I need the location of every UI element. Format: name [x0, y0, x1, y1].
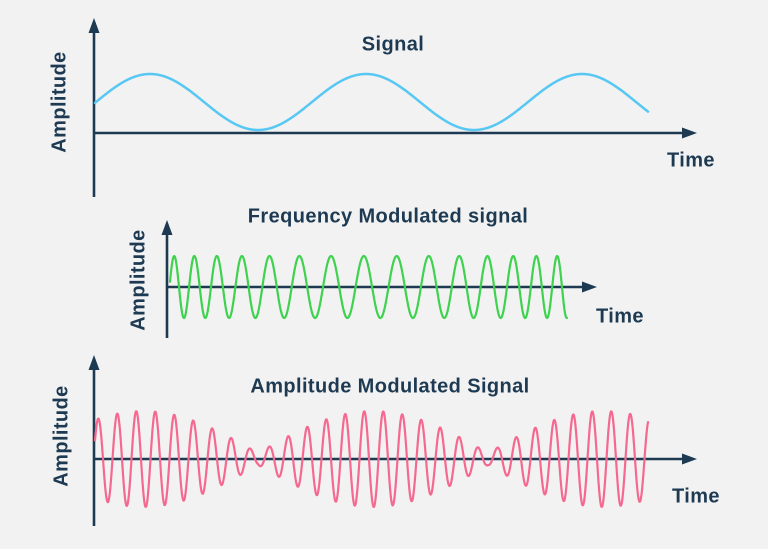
fm-signal-x-axis-arrow-icon — [582, 281, 597, 293]
fm-x-axis-label: Time — [596, 305, 644, 328]
signal-waveform — [93, 72, 650, 132]
fm-signal-y-axis-arrow-icon — [161, 220, 173, 235]
signal-plot-title: Signal — [361, 33, 425, 56]
signal-x-axis-arrow-icon — [682, 127, 697, 139]
am-signal-waveform — [93, 410, 650, 508]
fm-y-axis-label: Amplitude — [127, 229, 150, 331]
am-signal-x-axis-arrow-icon — [682, 453, 697, 465]
signal-y-axis-label: Amplitude — [48, 51, 71, 153]
am-plot-title: Amplitude Modulated Signal — [250, 375, 530, 398]
am-y-axis-label: Amplitude — [50, 385, 73, 487]
am-signal-y-axis-arrow-icon — [88, 355, 100, 370]
signal-x-axis-label: Time — [667, 149, 715, 172]
fm-signal-waveform — [168, 254, 569, 320]
signal-y-axis-arrow-icon — [88, 18, 100, 33]
fm-plot-title: Frequency Modulated signal — [247, 205, 529, 228]
am-x-axis-label: Time — [672, 485, 720, 508]
